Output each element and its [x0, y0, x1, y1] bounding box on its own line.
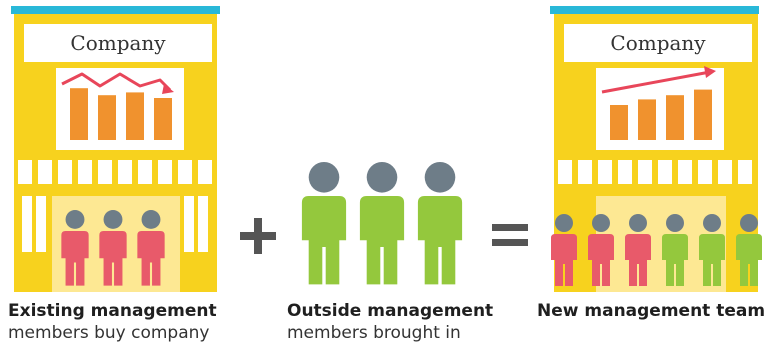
right-company-sign	[564, 24, 752, 62]
left-window-4	[78, 160, 92, 184]
right-trend-up-arrow	[601, 70, 711, 94]
right-company-sign-text: Company	[610, 31, 706, 55]
team-member-3	[625, 214, 651, 286]
new-management-team-group	[546, 212, 769, 292]
left-chart-bar-4	[154, 98, 172, 140]
left-chart-bar-3	[126, 92, 144, 140]
left-window-6	[118, 160, 132, 184]
left-side-windows	[22, 196, 208, 252]
equals-bottom-bar	[492, 239, 528, 246]
right-window-row	[558, 160, 752, 184]
outside-management-group	[288, 160, 478, 292]
outside-member-3-head	[424, 162, 456, 193]
outside-member-1-head	[308, 162, 340, 193]
existing-member-1	[61, 210, 89, 286]
left-company-sign-text: Company	[70, 31, 166, 55]
right-window-4	[618, 160, 632, 184]
left-window-10	[198, 160, 212, 184]
plus-vertical-bar	[254, 218, 262, 254]
right-caption-title: New management team	[537, 301, 766, 321]
left-side-window-4	[198, 196, 208, 252]
team-member-4-head	[666, 214, 684, 232]
right-chart-bar-2	[638, 99, 656, 140]
equals-top-bar	[492, 224, 528, 231]
team-member-6-body	[736, 234, 762, 286]
right-window-5	[638, 160, 652, 184]
right-window-3	[598, 160, 612, 184]
right-chart-bar-1	[610, 105, 628, 140]
right-building-roof	[550, 6, 759, 14]
middle-caption: Outside management members brought in	[287, 300, 493, 344]
right-chart-bar-3	[666, 95, 684, 140]
existing-member-3-body	[137, 231, 165, 286]
right-arrow-head	[704, 66, 716, 78]
existing-member-3-head	[141, 210, 161, 229]
right-window-7	[678, 160, 692, 184]
left-window-8	[158, 160, 172, 184]
outside-member-3	[417, 162, 463, 285]
left-caption-title: Existing management	[8, 301, 217, 321]
left-trend-down-arrow	[61, 72, 172, 92]
team-member-2-body	[588, 234, 614, 286]
right-window-10	[738, 160, 752, 184]
right-window-9	[718, 160, 732, 184]
existing-member-1-body	[61, 231, 89, 286]
equals-operator	[490, 218, 530, 252]
left-window-3	[58, 160, 72, 184]
outside-member-2-head	[366, 162, 398, 193]
left-window-1	[18, 160, 32, 184]
left-side-window-2	[36, 196, 46, 252]
left-caption-subtitle: members buy company	[8, 323, 210, 343]
left-window-7	[138, 160, 152, 184]
left-building-roof	[11, 6, 220, 14]
team-member-5-body	[699, 234, 725, 286]
left-window-9	[178, 160, 192, 184]
left-side-window-1	[22, 196, 32, 252]
existing-member-2-head	[103, 210, 123, 229]
outside-member-3-body	[417, 196, 463, 285]
team-member-4-body	[662, 234, 688, 286]
outside-member-2	[359, 162, 405, 285]
existing-member-2	[99, 210, 127, 286]
team-member-5-head	[703, 214, 721, 232]
right-window-2	[578, 160, 592, 184]
existing-member-1-head	[65, 210, 85, 229]
left-window-2	[38, 160, 52, 184]
left-arrow-head	[162, 84, 174, 94]
left-chart-bar-2	[98, 95, 116, 140]
left-chart-bar-1	[70, 88, 88, 140]
right-window-1	[558, 160, 572, 184]
team-member-6	[736, 214, 762, 286]
middle-caption-subtitle: members brought in	[287, 323, 461, 343]
team-member-3-head	[629, 214, 647, 232]
team-member-1-head	[555, 214, 573, 232]
left-company-sign	[24, 24, 212, 62]
team-member-6-head	[740, 214, 758, 232]
team-member-3-body	[625, 234, 651, 286]
left-side-window-3	[184, 196, 194, 252]
team-member-1-body	[551, 234, 577, 286]
outside-member-2-body	[359, 196, 405, 285]
right-chart-bar-4	[694, 89, 712, 140]
existing-member-3	[137, 210, 165, 286]
right-window-8	[698, 160, 712, 184]
outside-member-1-body	[301, 196, 347, 285]
right-caption: New management team	[537, 300, 765, 322]
team-member-2	[588, 214, 614, 286]
left-people-group	[56, 206, 186, 292]
team-member-2-head	[592, 214, 610, 232]
team-member-4	[662, 214, 688, 286]
right-window-6	[658, 160, 672, 184]
left-window-5	[98, 160, 112, 184]
team-member-1	[551, 214, 577, 286]
existing-member-2-body	[99, 231, 127, 286]
middle-caption-title: Outside management	[287, 301, 494, 321]
plus-operator	[238, 216, 278, 256]
outside-member-1	[301, 162, 347, 285]
left-caption: Existing management members buy company	[8, 300, 217, 344]
team-member-5	[699, 214, 725, 286]
left-window-row	[18, 160, 212, 184]
